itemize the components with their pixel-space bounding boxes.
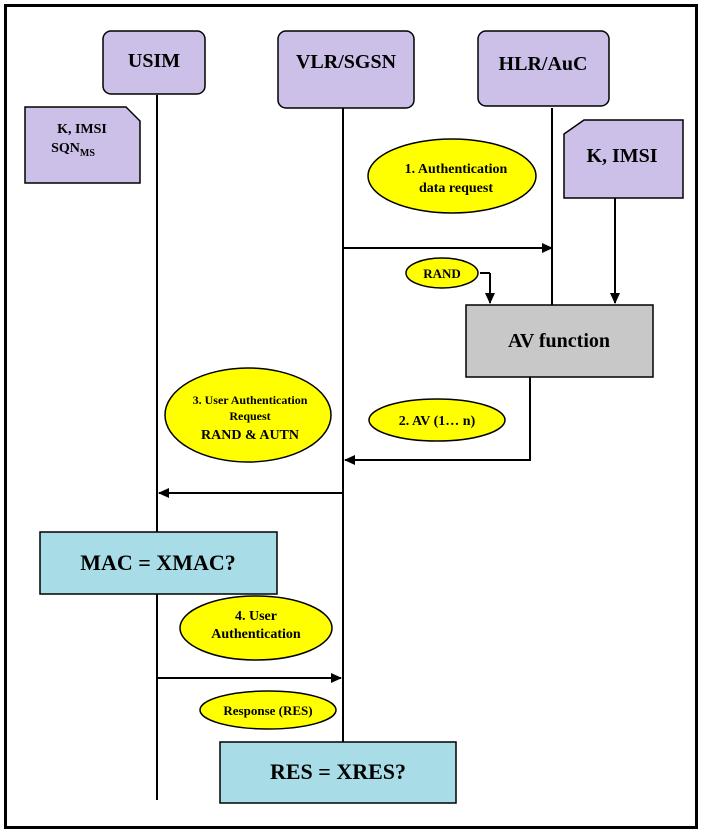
arrow-av-to-vlr (344, 377, 531, 465)
av-function-box: AV function (465, 304, 654, 378)
msg3-line1: 3. User Authentication (193, 393, 308, 407)
msg1-oval: 1. Authentication data request (367, 138, 537, 214)
msg3-line2: Request (229, 409, 270, 423)
rand-label: RAND (423, 266, 461, 281)
msg2-oval: 2. AV (1… n) (368, 398, 506, 442)
msg4-line1: 4. User (235, 609, 277, 624)
usim-keys-label: K, IMSI (57, 122, 107, 137)
hlr-keys-note: K, IMSI (563, 119, 684, 199)
usim-keys-note: K, IMSI SQNMS (24, 106, 141, 184)
vlr-label: VLR/SGSN (296, 51, 397, 73)
msg4-line2: Authentication (211, 627, 301, 642)
msg2-label: 2. AV (1… n) (399, 414, 476, 429)
mac-check-label: MAC = XMAC? (80, 550, 236, 575)
res-check-label: RES = XRES? (270, 759, 406, 784)
usim-entity: USIM (102, 30, 206, 95)
msg1-line2: data request (419, 181, 493, 196)
hlr-label: HLR/AuC (499, 53, 588, 75)
msg4-oval: 4. User Authentication (179, 595, 333, 661)
response-label: Response (RES) (223, 703, 312, 718)
res-check-box: RES = XRES? (219, 741, 457, 804)
response-oval: Response (RES) (199, 690, 337, 730)
rand-oval: RAND (405, 257, 479, 289)
msg3-line3: RAND & AUTN (201, 428, 299, 443)
usim-sqn-label: SQNMS (51, 141, 95, 159)
diagram-frame (4, 4, 698, 829)
hlr-keys-label: K, IMSI (586, 145, 657, 167)
mac-check-box: MAC = XMAC? (39, 531, 278, 595)
msg3-oval: 3. User Authentication Request RAND & AU… (164, 367, 332, 463)
hlr-entity: HLR/AuC (477, 30, 610, 107)
vlr-entity: VLR/SGSN (277, 30, 415, 109)
usim-label: USIM (128, 50, 180, 72)
msg1-line1: 1. Authentication (405, 162, 508, 177)
av-function-label: AV function (508, 330, 610, 352)
